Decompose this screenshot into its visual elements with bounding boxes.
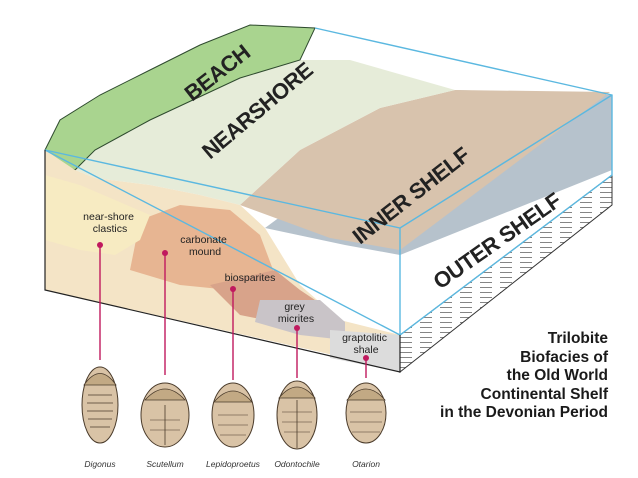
facies-label-biosparites: biosparites [225,272,276,284]
pin-digonus [97,242,103,360]
pin-lepidoproetus [230,286,236,380]
trilobite-odontochile-fossil [276,380,318,450]
trilobite-otarion-fossil [345,382,387,444]
facies-label-near-shore-clastics: near-shore clastics [83,211,137,235]
grey-micrites-layer [255,300,345,340]
pin-scutellum [162,250,168,375]
trilobite-name-lepidoproetus: Lepidoproetus [206,459,261,469]
nearshore-clastics-layer [45,175,150,255]
cross-section-outline [44,150,401,373]
facies-label-graptolitic-shale: graptolitic shale [342,332,390,356]
figure-caption: Trilobite Biofacies of the Old World Con… [368,330,608,423]
trilobite-digonus-fossil [81,366,119,444]
trilobite-name-scutellum: Scutellum [146,459,183,469]
nearshore-surface [75,60,455,205]
caption-line: Biofacies of [520,348,608,366]
caption-line: in the Devonian Period [440,404,608,421]
water-box-top-edge [44,94,613,229]
pin-odontochile [294,325,300,378]
caption-line: Trilobite [547,330,608,347]
pin-otarion [363,355,369,378]
trilobite-name-otarion: Otarion [352,459,380,469]
caption-line: the Old World [506,367,608,384]
graptolitic-shale-layer [330,330,400,372]
facies-label-carbonate-mound: carbonate mound [180,234,230,258]
facies-label-grey-micrites: grey micrites [278,301,314,325]
inner-shelf-surface [240,90,610,250]
trilobite-name-odontochile: Odontochile [274,459,320,469]
trilobite-lepidoproetus-fossil [211,382,255,448]
carbonate-mound-layer [130,205,275,290]
water-box-edges [44,27,613,336]
caption-line: Continental Shelf [480,385,608,403]
trilobite-scutellum-fossil [140,382,190,448]
trilobite-name-digonus: Digonus [84,459,116,469]
